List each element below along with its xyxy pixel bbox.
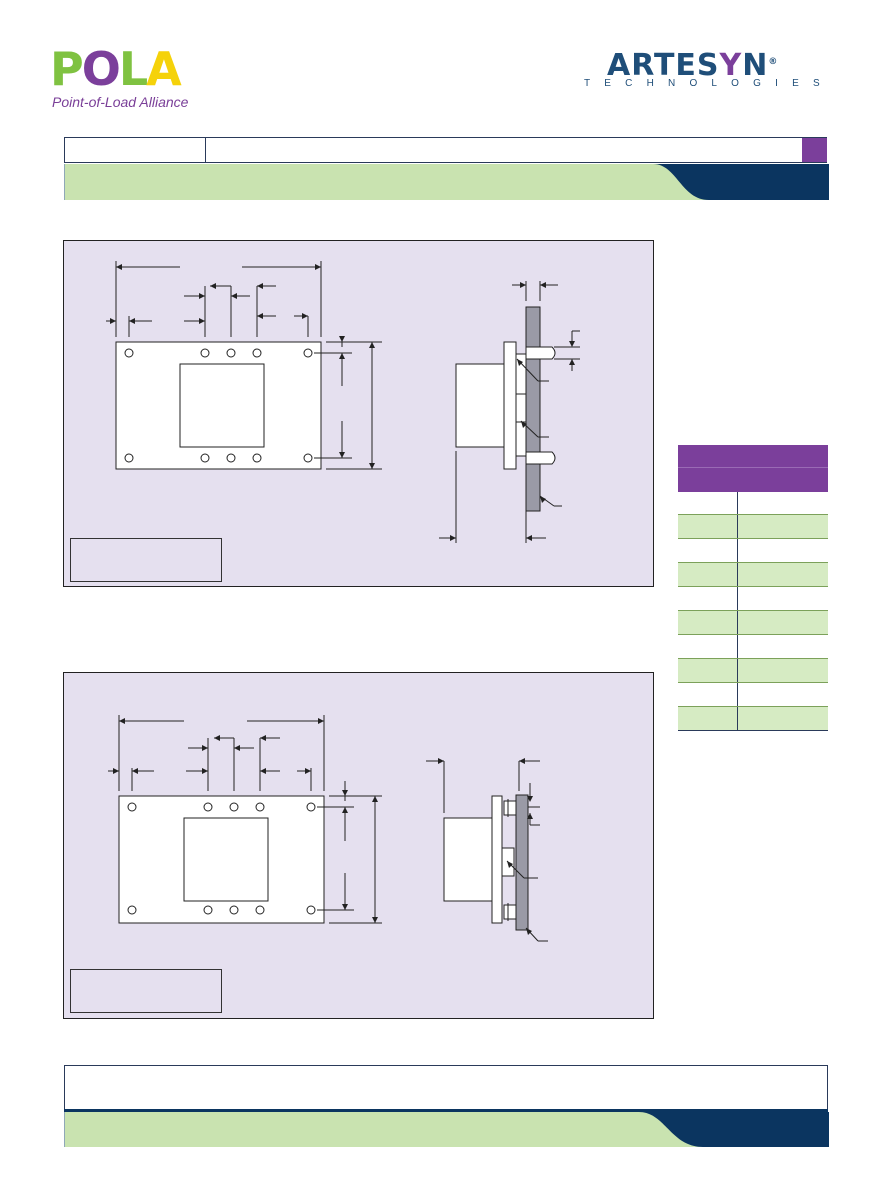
footer-rule: [64, 1109, 828, 1113]
table-row: [678, 659, 828, 683]
table-row: [678, 492, 828, 515]
table-row: [678, 635, 828, 659]
table-row: [678, 611, 828, 635]
table-row: [678, 563, 828, 587]
mechanical-drawing-panel-2: [63, 672, 654, 1019]
header-page-tab: [802, 138, 827, 162]
mechanical-drawing-1: [106, 261, 580, 543]
footer-box: [64, 1065, 828, 1111]
table-row: [678, 683, 828, 707]
mechanical-drawing-panel-1: [63, 240, 654, 587]
pola-logo: POLA Point-of-Load Alliance: [50, 44, 200, 114]
table-header: [678, 445, 828, 467]
artesyn-logo-subtext: TECHNOLOGIES: [584, 78, 834, 89]
drawing-notes-box-1: [70, 538, 222, 582]
pola-logo-icon: POLA: [50, 42, 182, 96]
dimensions-table: [678, 445, 828, 731]
pola-tagline: Point-of-Load Alliance: [52, 94, 189, 110]
drawing-notes-box-2: [70, 969, 222, 1013]
artesyn-logo-icon: ARTESYN®: [607, 48, 779, 83]
table-row: [678, 539, 828, 563]
section-band-top: [64, 164, 829, 200]
artesyn-logo: ARTESYN® TECHNOLOGIES: [582, 40, 830, 92]
header-divider: [205, 137, 206, 163]
table-row: [678, 587, 828, 611]
section-band-bottom: [64, 1112, 829, 1147]
table-subheader: [678, 467, 828, 492]
table-row: [678, 515, 828, 539]
table-row: [678, 707, 828, 731]
header-title-box: [64, 137, 827, 163]
mechanical-drawing-2: [108, 715, 548, 942]
